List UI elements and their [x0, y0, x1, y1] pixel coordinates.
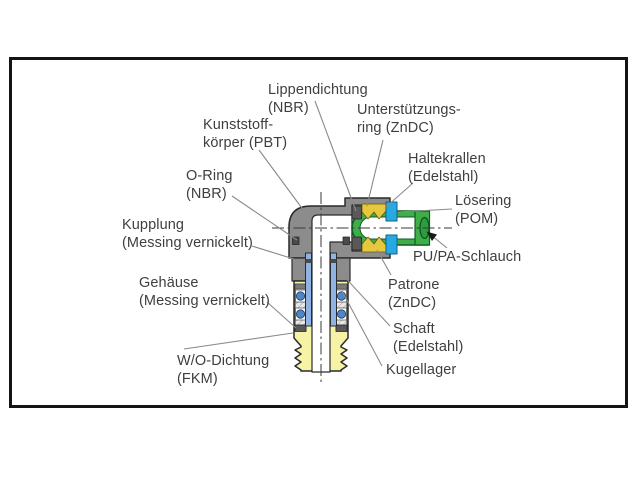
- label-schaft: Schaft (Edelstahl): [393, 320, 463, 356]
- label-lippendichtung: Lippendichtung (NBR): [268, 81, 368, 117]
- coupling-left: [291, 257, 307, 282]
- label-line: Haltekrallen: [408, 151, 486, 167]
- ball-bearing: [295, 291, 306, 301]
- label-line: Lösering: [455, 193, 512, 209]
- label-line: ring (ZnDC): [357, 120, 434, 136]
- stem-right: [330, 252, 337, 327]
- label-line: (NBR): [268, 100, 309, 116]
- leader-wo-dichtung: [183, 332, 294, 350]
- bearing-right: [335, 283, 348, 332]
- label-line: (POM): [455, 211, 499, 227]
- label-line: Patrone: [388, 277, 440, 293]
- leader-oring: [231, 195, 298, 241]
- label-line: W/O-Dichtung: [177, 353, 270, 369]
- label-line: Gehäuse: [139, 275, 199, 291]
- label-line: PU/PA-Schlauch: [413, 249, 522, 265]
- label-line: (Edelstahl): [408, 169, 479, 185]
- leader-patrone: [376, 249, 392, 276]
- label-line: Lippendichtung: [268, 82, 368, 98]
- leader-kupplung: [251, 245, 298, 261]
- label-line: (ZnDC): [388, 295, 437, 311]
- label-kugellager: Kugellager: [386, 361, 456, 379]
- lip-seal-top: [351, 205, 362, 220]
- lip-seal-bottom: [351, 236, 362, 251]
- tube-arrowhead: [426, 231, 437, 241]
- label-patrone: Patrone (ZnDC): [388, 276, 440, 312]
- stem-left: [305, 252, 312, 327]
- bearing-left: [294, 283, 307, 332]
- stem-ring-right: [330, 259, 337, 263]
- o-ring-right: [342, 236, 350, 245]
- wo-seal-left: [294, 324, 307, 332]
- label-line: Schaft: [393, 321, 435, 337]
- leader-loesering: [397, 208, 453, 213]
- label-line: O-Ring: [186, 168, 233, 184]
- label-pupa-schlauch: PU/PA-Schlauch: [413, 248, 521, 266]
- wo-seal-right: [335, 324, 348, 332]
- leader-lippendichtung: [314, 100, 357, 212]
- label-haltekrallen: Haltekrallen (Edelstahl): [408, 150, 486, 186]
- label-gehaeuse: Gehäuse (Messing vernickelt): [139, 274, 270, 310]
- center-lines: [272, 192, 452, 383]
- label-kunststoffkoerper: Kunststoff- körper (PBT): [203, 116, 287, 152]
- label-line: (NBR): [186, 186, 227, 202]
- label-line: (Edelstahl): [393, 339, 464, 355]
- stem-ring-left: [305, 259, 312, 263]
- label-unterstuetzungsring: Unterstützungs- ring (ZnDC): [357, 101, 461, 137]
- release-ring-bottom: [385, 234, 398, 255]
- label-line: Unterstützungs-: [357, 102, 461, 118]
- label-line: (FKM): [177, 371, 218, 387]
- label-line: (Messing vernickelt): [122, 235, 253, 251]
- coupling-right: [335, 257, 351, 282]
- o-ring-left: [292, 236, 300, 245]
- label-wo-dichtung: W/O-Dichtung (FKM): [177, 352, 269, 388]
- label-loesering: Lösering (POM): [455, 192, 511, 228]
- label-line: Kugellager: [386, 362, 457, 378]
- leader-gehaeuse: [266, 301, 297, 329]
- label-oring: O-Ring (NBR): [186, 167, 233, 203]
- ball-bearing: [336, 309, 347, 319]
- leader-haltekrallen: [385, 182, 414, 208]
- label-line: Kupplung: [122, 217, 185, 233]
- label-line: Kunststoff-: [203, 117, 274, 133]
- label-line: körper (PBT): [203, 135, 288, 151]
- label-kupplung: Kupplung (Messing vernickelt): [122, 216, 253, 252]
- leader-schaft: [338, 270, 391, 327]
- ball-bearing: [295, 309, 306, 319]
- leader-kugellager: [341, 290, 383, 367]
- diagram-frame: [9, 57, 628, 408]
- leader-kunststoffkoerper: [258, 149, 308, 216]
- label-line: (Messing vernickelt): [139, 293, 270, 309]
- leader-unterstuetzungsring: [366, 139, 384, 207]
- leader-lines: [183, 100, 453, 367]
